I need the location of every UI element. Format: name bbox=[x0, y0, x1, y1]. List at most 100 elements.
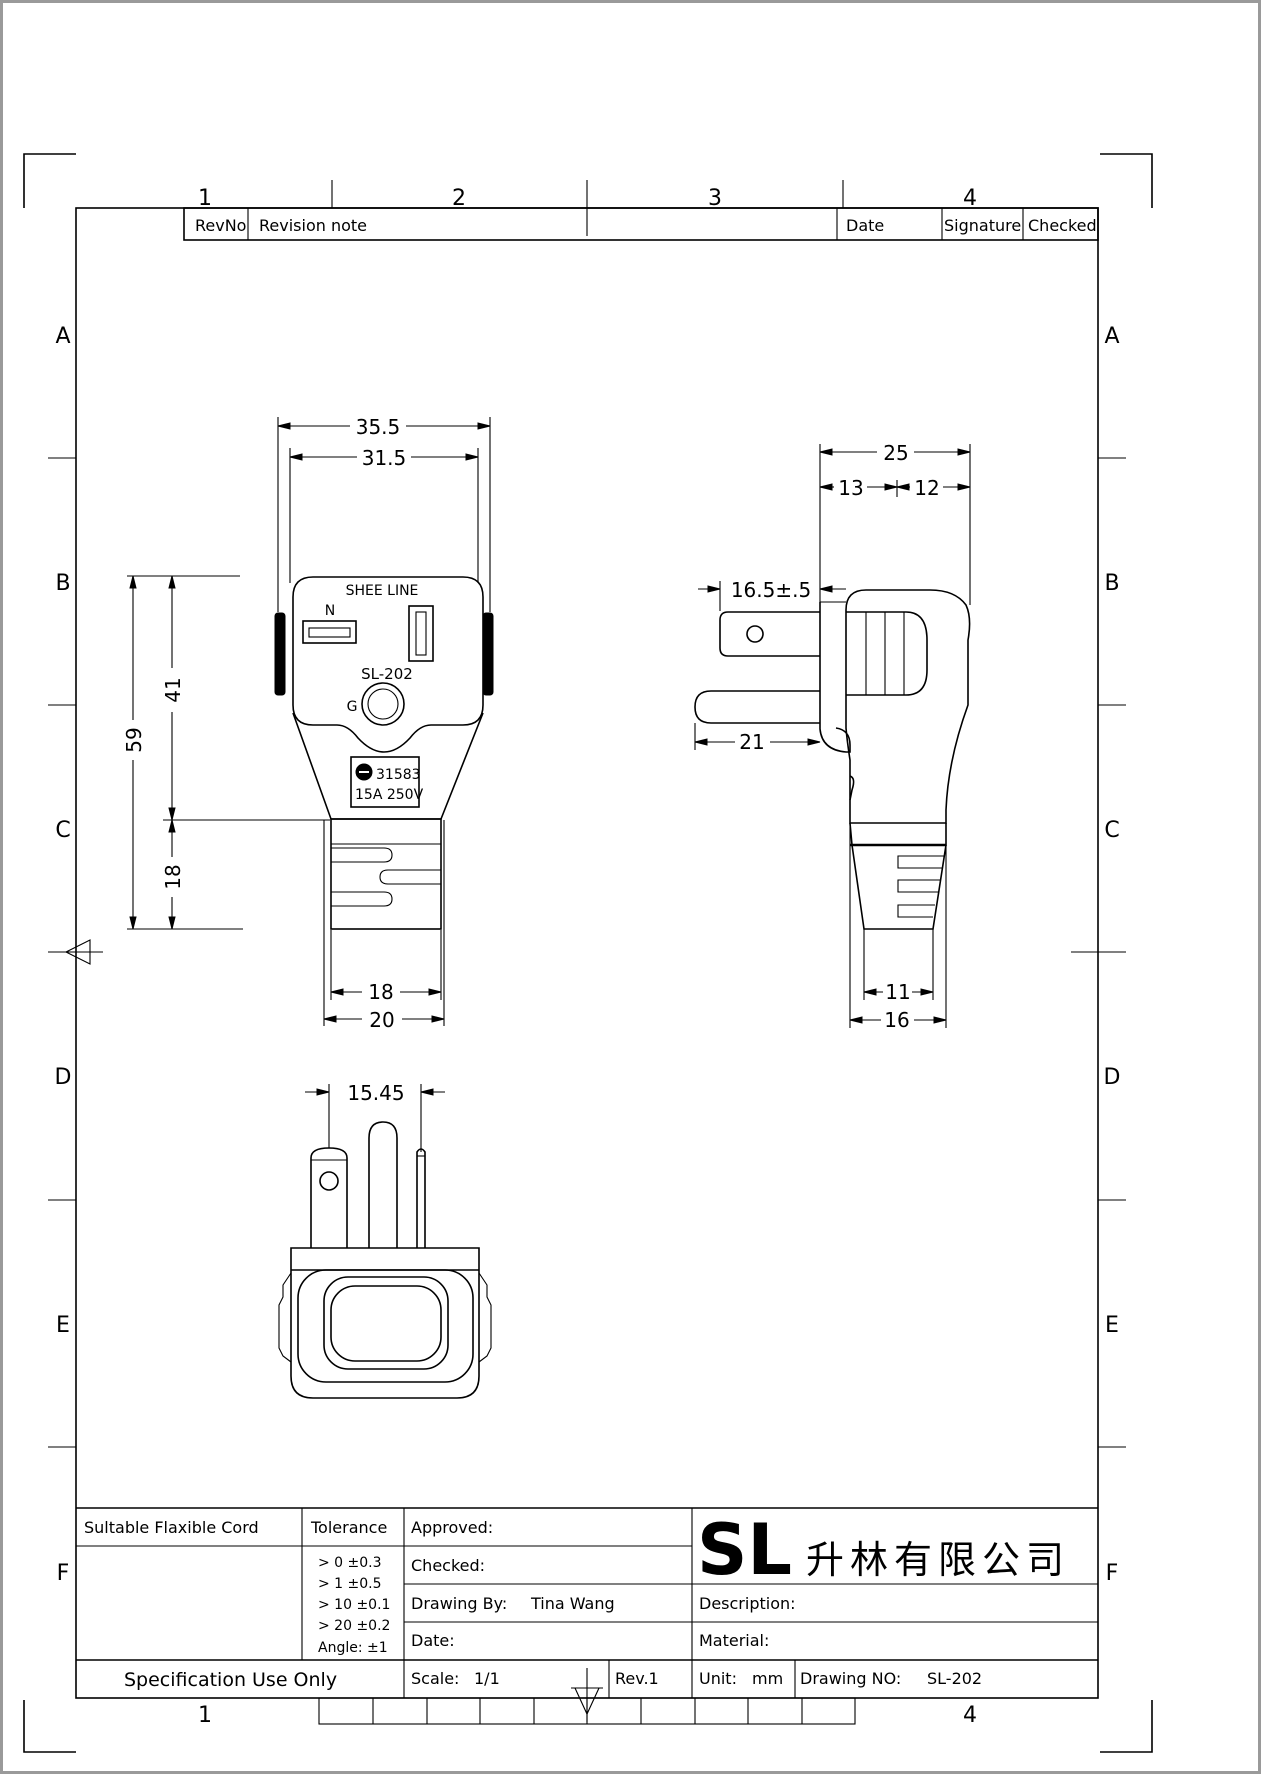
dim-height-total: 59 bbox=[122, 727, 146, 752]
unit-value: mm bbox=[752, 1669, 783, 1688]
col-label-2-top: 2 bbox=[452, 186, 466, 211]
row-label-c-right: C bbox=[1104, 818, 1119, 843]
dim-depth-total: 25 bbox=[883, 441, 908, 465]
tolerance-0: > 0 ±0.3 bbox=[318, 1555, 382, 1571]
cord-tail bbox=[330, 818, 442, 930]
col-label-1-top: 1 bbox=[198, 186, 212, 211]
side-dimensions bbox=[694, 444, 971, 1028]
tolerance-20: > 20 ±0.2 bbox=[318, 1618, 390, 1634]
dim-tail-inner: 18 bbox=[368, 980, 393, 1004]
dim-width-inner: 31.5 bbox=[362, 446, 407, 470]
company-logo: SL bbox=[697, 1509, 792, 1591]
side-tail bbox=[851, 844, 947, 930]
rev-label: Rev.1 bbox=[615, 1669, 659, 1688]
side-tail-top bbox=[849, 822, 947, 846]
neutral-slot bbox=[308, 627, 351, 638]
dim-depth-right: 12 bbox=[914, 476, 939, 500]
col-label-4-top: 4 bbox=[963, 186, 977, 211]
dim-depth-left: 13 bbox=[838, 476, 863, 500]
drawing-by-value: Tina Wang bbox=[530, 1594, 615, 1613]
dim-side-tail-inner: 11 bbox=[885, 980, 910, 1004]
row-label-e-right: E bbox=[1105, 1313, 1119, 1338]
front-view bbox=[274, 576, 494, 930]
bottom-face bbox=[297, 1269, 474, 1383]
approved-label: Approved: bbox=[411, 1518, 493, 1537]
tolerance-1: > 1 ±0.5 bbox=[318, 1576, 382, 1592]
plug-taper bbox=[292, 712, 484, 820]
material-label: Material: bbox=[699, 1631, 769, 1650]
rating-label: 15A 250V bbox=[355, 787, 424, 803]
row-label-d-right: D bbox=[1104, 1065, 1121, 1090]
drawing-no-value: SL-202 bbox=[927, 1669, 982, 1688]
neutral-label: N bbox=[325, 603, 335, 619]
rev-header-date: Date bbox=[846, 216, 884, 235]
neutral-slot-frame bbox=[302, 620, 357, 644]
corner-marks bbox=[23, 153, 1153, 1753]
scale-label: Scale: bbox=[411, 1669, 459, 1688]
bottom-dim-arrow-right bbox=[420, 1088, 434, 1096]
bottom-flat-pin bbox=[310, 1147, 348, 1248]
bottom-ground-pin bbox=[368, 1121, 398, 1248]
bottom-thin-pin bbox=[416, 1148, 426, 1248]
row-label-b-right: B bbox=[1104, 571, 1119, 596]
col-label-1-bottom: 1 bbox=[198, 1703, 212, 1728]
company-name: 升林有限公司 bbox=[806, 1538, 1070, 1582]
model-label: SL-202 bbox=[361, 665, 413, 683]
row-label-c-left: C bbox=[55, 818, 70, 843]
tolerance-angle: Angle: ±1 bbox=[318, 1640, 388, 1656]
row-label-b-left: B bbox=[55, 571, 70, 596]
unit-label: Unit: bbox=[699, 1669, 737, 1688]
centering-arrow-icon bbox=[64, 939, 91, 965]
line-slot bbox=[415, 611, 427, 656]
bottom-housing bbox=[290, 1247, 480, 1399]
row-label-a-right: A bbox=[1104, 324, 1119, 349]
drawing-no-label: Drawing NO: bbox=[800, 1669, 901, 1688]
cord-rib-2 bbox=[379, 869, 441, 885]
drawing-frame bbox=[75, 207, 1099, 1699]
spec-label: Specification Use Only bbox=[124, 1669, 337, 1691]
description-label: Description: bbox=[699, 1594, 796, 1613]
col-label-3-top: 3 bbox=[708, 186, 722, 211]
side-body-outline bbox=[845, 589, 971, 824]
tolerance-label: Tolerance bbox=[310, 1518, 387, 1537]
dim-ground-pin-length: 21 bbox=[739, 730, 764, 754]
right-grip bbox=[482, 612, 494, 696]
drawing-by-label: Drawing By: bbox=[411, 1594, 507, 1613]
side-dim-arrows bbox=[694, 448, 971, 1024]
row-label-a-left: A bbox=[55, 324, 70, 349]
checked-label: Checked: bbox=[411, 1556, 485, 1575]
ground-label: G bbox=[347, 699, 358, 715]
date-label: Date: bbox=[411, 1631, 455, 1650]
row-label-f-right: F bbox=[1106, 1561, 1119, 1586]
row-label-f-left: F bbox=[57, 1561, 70, 1586]
title-block bbox=[76, 1507, 1098, 1725]
dim-tail-outer: 20 bbox=[369, 1008, 394, 1032]
ground-hole-outer bbox=[361, 682, 405, 726]
cord-label: Sultable Flaxible Cord bbox=[84, 1518, 259, 1537]
cert-number: 31583 bbox=[376, 767, 421, 783]
side-view bbox=[694, 589, 971, 930]
dim-height-head: 41 bbox=[161, 677, 185, 702]
front-dimensions bbox=[127, 417, 491, 1026]
dim-pin-length: 16.5±.5 bbox=[731, 578, 811, 602]
row-label-d-left: D bbox=[55, 1065, 72, 1090]
plug-face-outline bbox=[292, 576, 484, 753]
front-dim-arrows bbox=[129, 422, 491, 1023]
side-flat-pin bbox=[719, 611, 820, 657]
cert-box bbox=[350, 756, 420, 808]
dim-side-tail-outer: 16 bbox=[884, 1008, 909, 1032]
dim-width-outer: 35.5 bbox=[356, 415, 401, 439]
tolerance-10: > 10 ±0.1 bbox=[318, 1597, 390, 1613]
side-ground-pin bbox=[694, 690, 820, 724]
rev-header-note: Revision note bbox=[259, 216, 367, 235]
row-label-e-left: E bbox=[56, 1313, 70, 1338]
scale-value: 1/1 bbox=[474, 1669, 500, 1688]
row-ticks bbox=[48, 457, 1126, 1448]
dim-pin-spacing: 15.45 bbox=[347, 1081, 404, 1105]
brand-label: SHEE LINE bbox=[346, 583, 419, 599]
line-slot-frame bbox=[408, 605, 434, 662]
col-label-4-bottom: 4 bbox=[963, 1703, 977, 1728]
rev-header-checked: Checked bbox=[1028, 216, 1097, 235]
